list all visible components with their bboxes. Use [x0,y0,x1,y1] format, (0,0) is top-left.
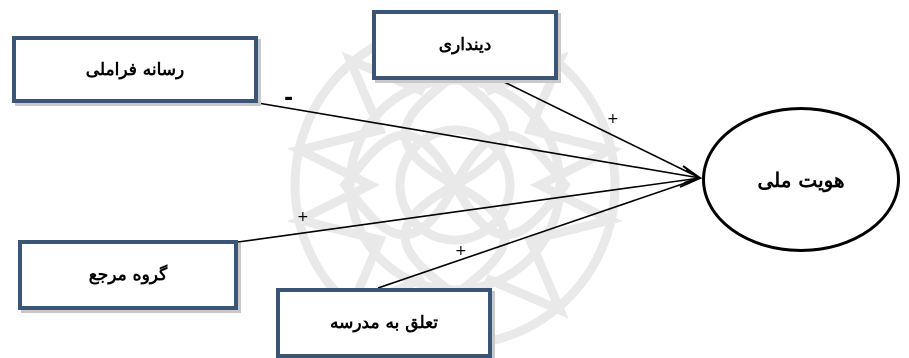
node-media: رسانه فراملی [12,36,258,103]
edge-media-to-identity [257,102,701,179]
node-religiosity-label: دینداری [438,35,492,55]
node-media-label: رسانه فراملی [85,59,185,80]
node-school-attachment: تعلق به مدرسه [276,288,492,358]
edge-religiosity-to-identity [499,79,701,179]
node-reference-group-label: گروه مرجع [88,265,168,285]
arrowhead-icon [683,169,703,184]
edge-reference-to-identity [237,177,701,243]
edge-school-to-identity [377,177,701,289]
node-national-identity-label: هویت ملی [757,167,845,192]
node-school-attachment-label: تعلق به مدرسه [329,313,439,333]
node-reference-group: گروه مرجع [18,240,238,310]
edge-sign-religiosity: + [607,111,619,127]
node-religiosity: دینداری [372,10,558,80]
edge-sign-media: - [284,86,294,111]
edge-sign-reference-group: + [297,209,309,225]
node-national-identity: هویت ملی [702,107,900,252]
edge-sign-school-attachment: + [455,243,467,259]
